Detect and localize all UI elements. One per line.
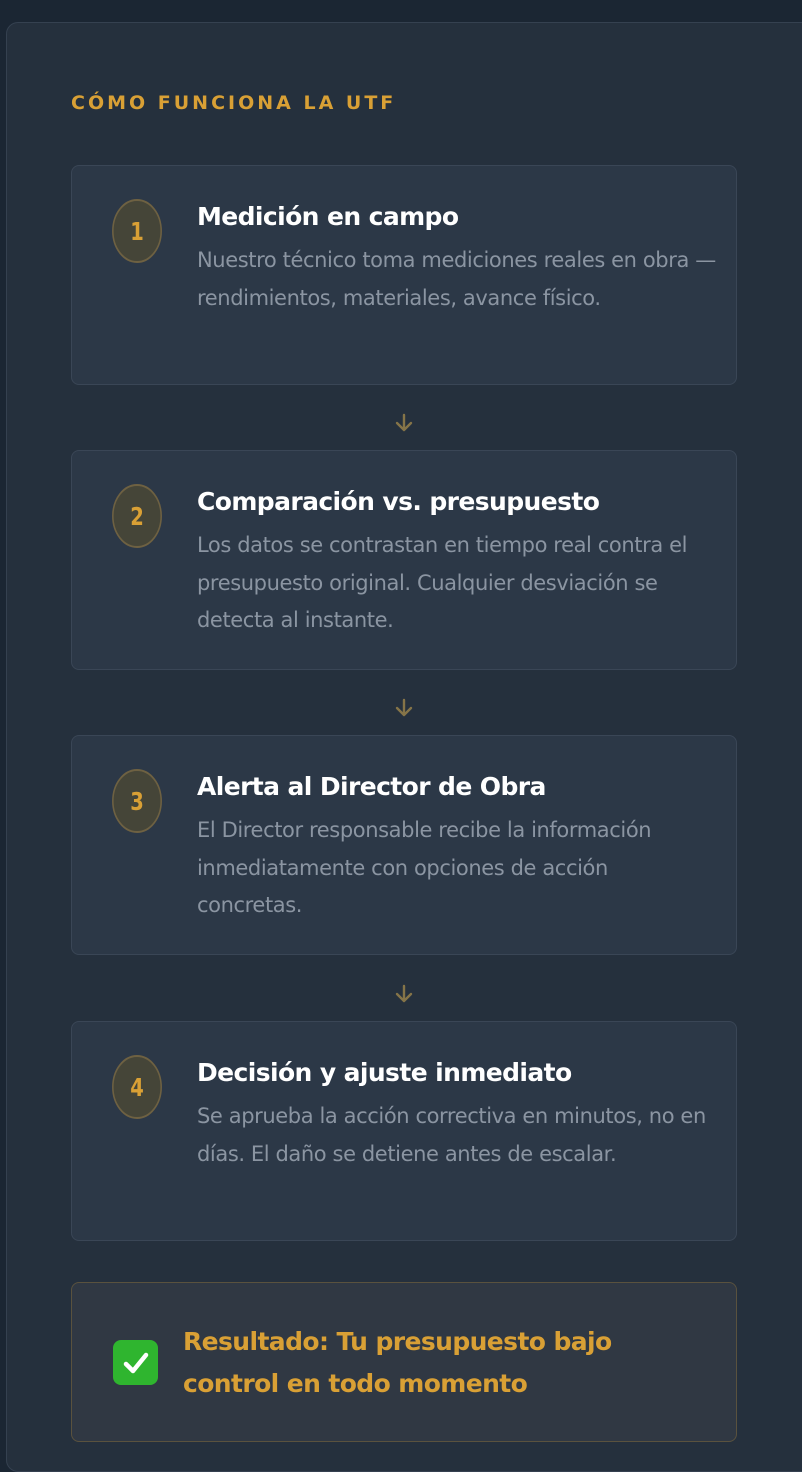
step-number-badge: 2 bbox=[112, 484, 162, 548]
step-description: El Director responsable recibe la inform… bbox=[197, 818, 652, 917]
step-description: Los datos se contrastan en tiempo real c… bbox=[197, 533, 688, 632]
step-description: Se aprueba la acción correctiva en minut… bbox=[197, 1104, 706, 1166]
step-title: Alerta al Director de Obra bbox=[197, 772, 546, 801]
step-number-badge: 3 bbox=[112, 769, 162, 833]
result-text: Resultado: Tu presupuesto bajo control e… bbox=[183, 1327, 612, 1398]
step-title: Comparación vs. presupuesto bbox=[197, 487, 600, 516]
arrow-down-icon bbox=[395, 698, 413, 717]
step-card-3: 3 Alerta al Director de Obra El Director… bbox=[71, 735, 737, 955]
result-callout: Resultado: Tu presupuesto bajo control e… bbox=[71, 1282, 737, 1442]
step-number-badge: 1 bbox=[112, 199, 162, 263]
arrow-down-icon bbox=[395, 413, 413, 432]
step-title: Medición en campo bbox=[197, 202, 459, 231]
step-number-badge: 4 bbox=[112, 1055, 162, 1119]
step-title: Decisión y ajuste inmediato bbox=[197, 1058, 572, 1087]
step-card-2: 2 Comparación vs. presupuesto Los datos … bbox=[71, 450, 737, 670]
step-card-4: 4 Decisión y ajuste inmediato Se aprueba… bbox=[71, 1021, 737, 1241]
check-mark-button-icon bbox=[113, 1340, 158, 1385]
step-card-1: 1 Medición en campo Nuestro técnico toma… bbox=[71, 165, 737, 385]
step-description: Nuestro técnico toma mediciones reales e… bbox=[197, 248, 716, 310]
section-title: CÓMO FUNCIONA LA UTF bbox=[71, 92, 397, 114]
arrow-down-icon bbox=[395, 984, 413, 1003]
